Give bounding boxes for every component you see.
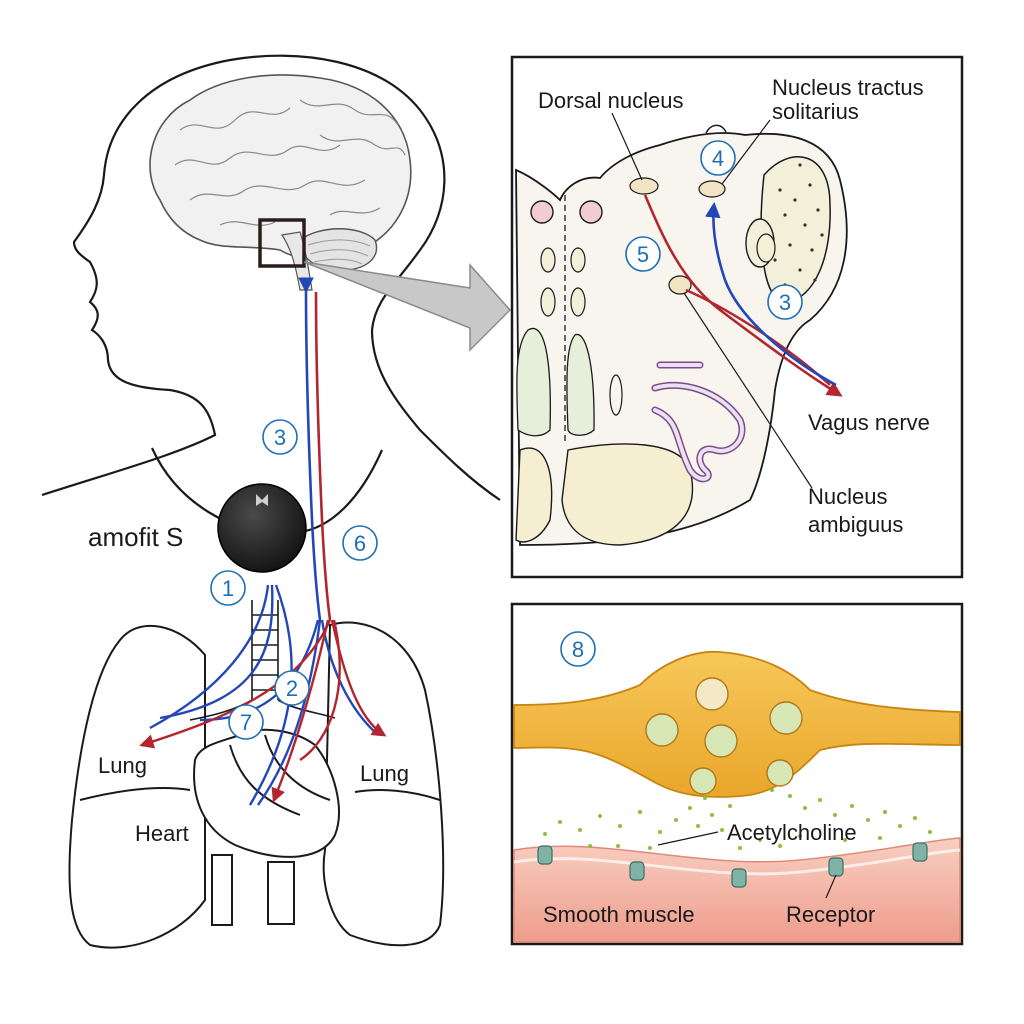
- svg-text:8: 8: [572, 637, 584, 662]
- marker-3-brainstem: 3: [767, 284, 803, 320]
- svg-text:3: 3: [779, 290, 791, 315]
- svg-text:4: 4: [712, 146, 724, 171]
- svg-text:2: 2: [286, 676, 298, 701]
- label-nts-line2: solitarius: [772, 99, 859, 124]
- label-ambiguus-line2: ambiguus: [808, 512, 903, 537]
- label-vagus-nerve: Vagus nerve: [808, 410, 930, 435]
- vesicles: [645, 677, 803, 795]
- butterfly-logo-icon: [256, 494, 268, 506]
- label-nts-line1: Nucleus tractus: [772, 75, 924, 100]
- svg-text:3: 3: [274, 425, 286, 450]
- device-label: amofit S: [88, 522, 183, 552]
- label-heart: Heart: [135, 821, 189, 846]
- svg-text:7: 7: [240, 710, 252, 735]
- marker-5: 5: [625, 236, 661, 272]
- marker-2: 2: [274, 670, 310, 706]
- ambiguus-shape: [668, 275, 692, 295]
- label-receptor: Receptor: [786, 902, 875, 927]
- heart-illustration: [193, 728, 340, 926]
- svg-text:5: 5: [637, 242, 649, 267]
- zoom-arrow: [303, 261, 512, 352]
- marker-6: 6: [342, 525, 378, 561]
- receptors: [537, 842, 928, 888]
- svg-text:6: 6: [354, 531, 366, 556]
- marker-4: 4: [700, 140, 736, 176]
- label-lung-right: Lung: [360, 761, 409, 786]
- label-ambiguus-line1: Nucleus: [808, 484, 887, 509]
- brainstem-panel: Dorsal nucleus Nucleus tractus solitariu…: [510, 55, 964, 579]
- label-lung-left: Lung: [98, 753, 147, 778]
- label-smooth-muscle: Smooth muscle: [543, 902, 695, 927]
- dorsal-nucleus-shape: [629, 177, 659, 195]
- svg-text:1: 1: [222, 576, 234, 601]
- axon-terminal: [513, 650, 961, 798]
- vagus-fibres-main: [298, 277, 332, 621]
- acetylcholine-molecules: [543, 788, 932, 850]
- amofit-device: [217, 483, 307, 573]
- marker-1: 1: [210, 570, 246, 606]
- brainstem-zoom-box: [258, 218, 306, 268]
- label-dorsal-nucleus: Dorsal nucleus: [538, 88, 684, 113]
- marker-7: 7: [228, 704, 264, 740]
- marker-3-neck: 3: [262, 419, 298, 455]
- marker-8: 8: [560, 631, 596, 667]
- synapse-panel: Acetylcholine Smooth muscle Receptor 8: [510, 602, 964, 946]
- brain-illustration: [149, 74, 412, 291]
- lungs-outline: [68, 621, 445, 949]
- label-acetylcholine: Acetylcholine: [727, 820, 857, 845]
- nts-shape: [698, 180, 726, 198]
